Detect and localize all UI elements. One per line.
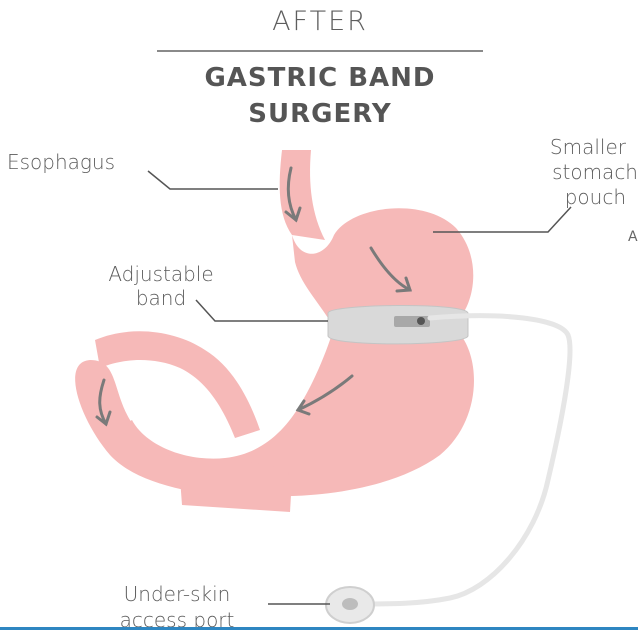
label-pouch-line1: Smaller [520,135,626,159]
access-port-center [342,598,358,610]
label-pouch-line2: stomach [520,160,638,184]
label-esophagus: Esophagus [7,150,115,174]
callout-esophagus [148,171,278,189]
esophagus-shape [280,150,325,240]
intestine-end-shape [180,478,292,512]
edge-text-fragment: A [628,229,638,245]
label-port-line1: Under-skin [92,582,262,606]
label-pouch-line3: pouch [520,185,626,209]
label-band-line2: band [80,286,242,310]
label-band-line1: Adjustable [80,262,242,286]
band-valve [417,317,425,325]
